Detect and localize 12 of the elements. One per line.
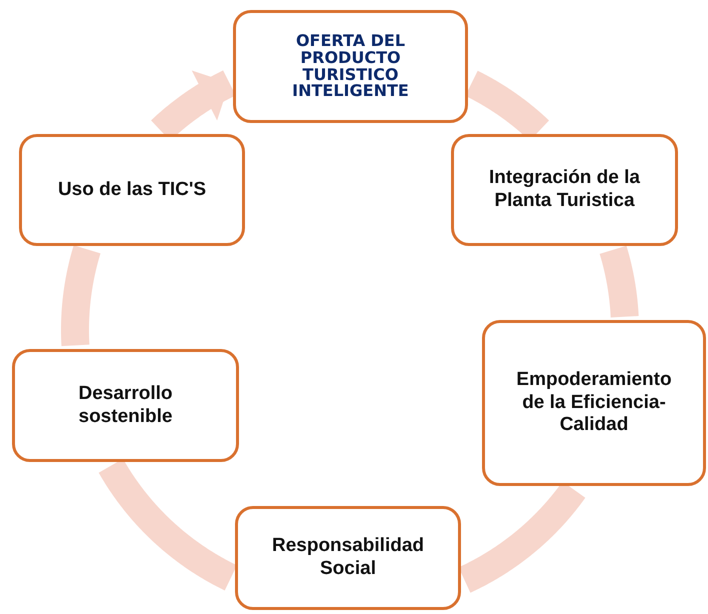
process-box xyxy=(19,134,245,246)
process-box xyxy=(12,349,239,462)
node-text: Integración de la Planta Turistica xyxy=(488,167,641,213)
node-text: Uso de las TIC'S xyxy=(58,178,206,202)
node-text: OFERTA DEL PRODUCTO TURISTICO INTELIGENTE xyxy=(291,32,410,100)
process-box xyxy=(451,134,678,246)
process-box xyxy=(233,10,468,123)
node-text: Responsabilidad Social xyxy=(270,535,426,581)
node-text: Empoderamiento de la Eficiencia-Calidad xyxy=(515,368,673,438)
process-box xyxy=(235,506,461,610)
node-text: Desarrollo sostenible xyxy=(78,382,174,428)
process-box xyxy=(482,320,706,486)
